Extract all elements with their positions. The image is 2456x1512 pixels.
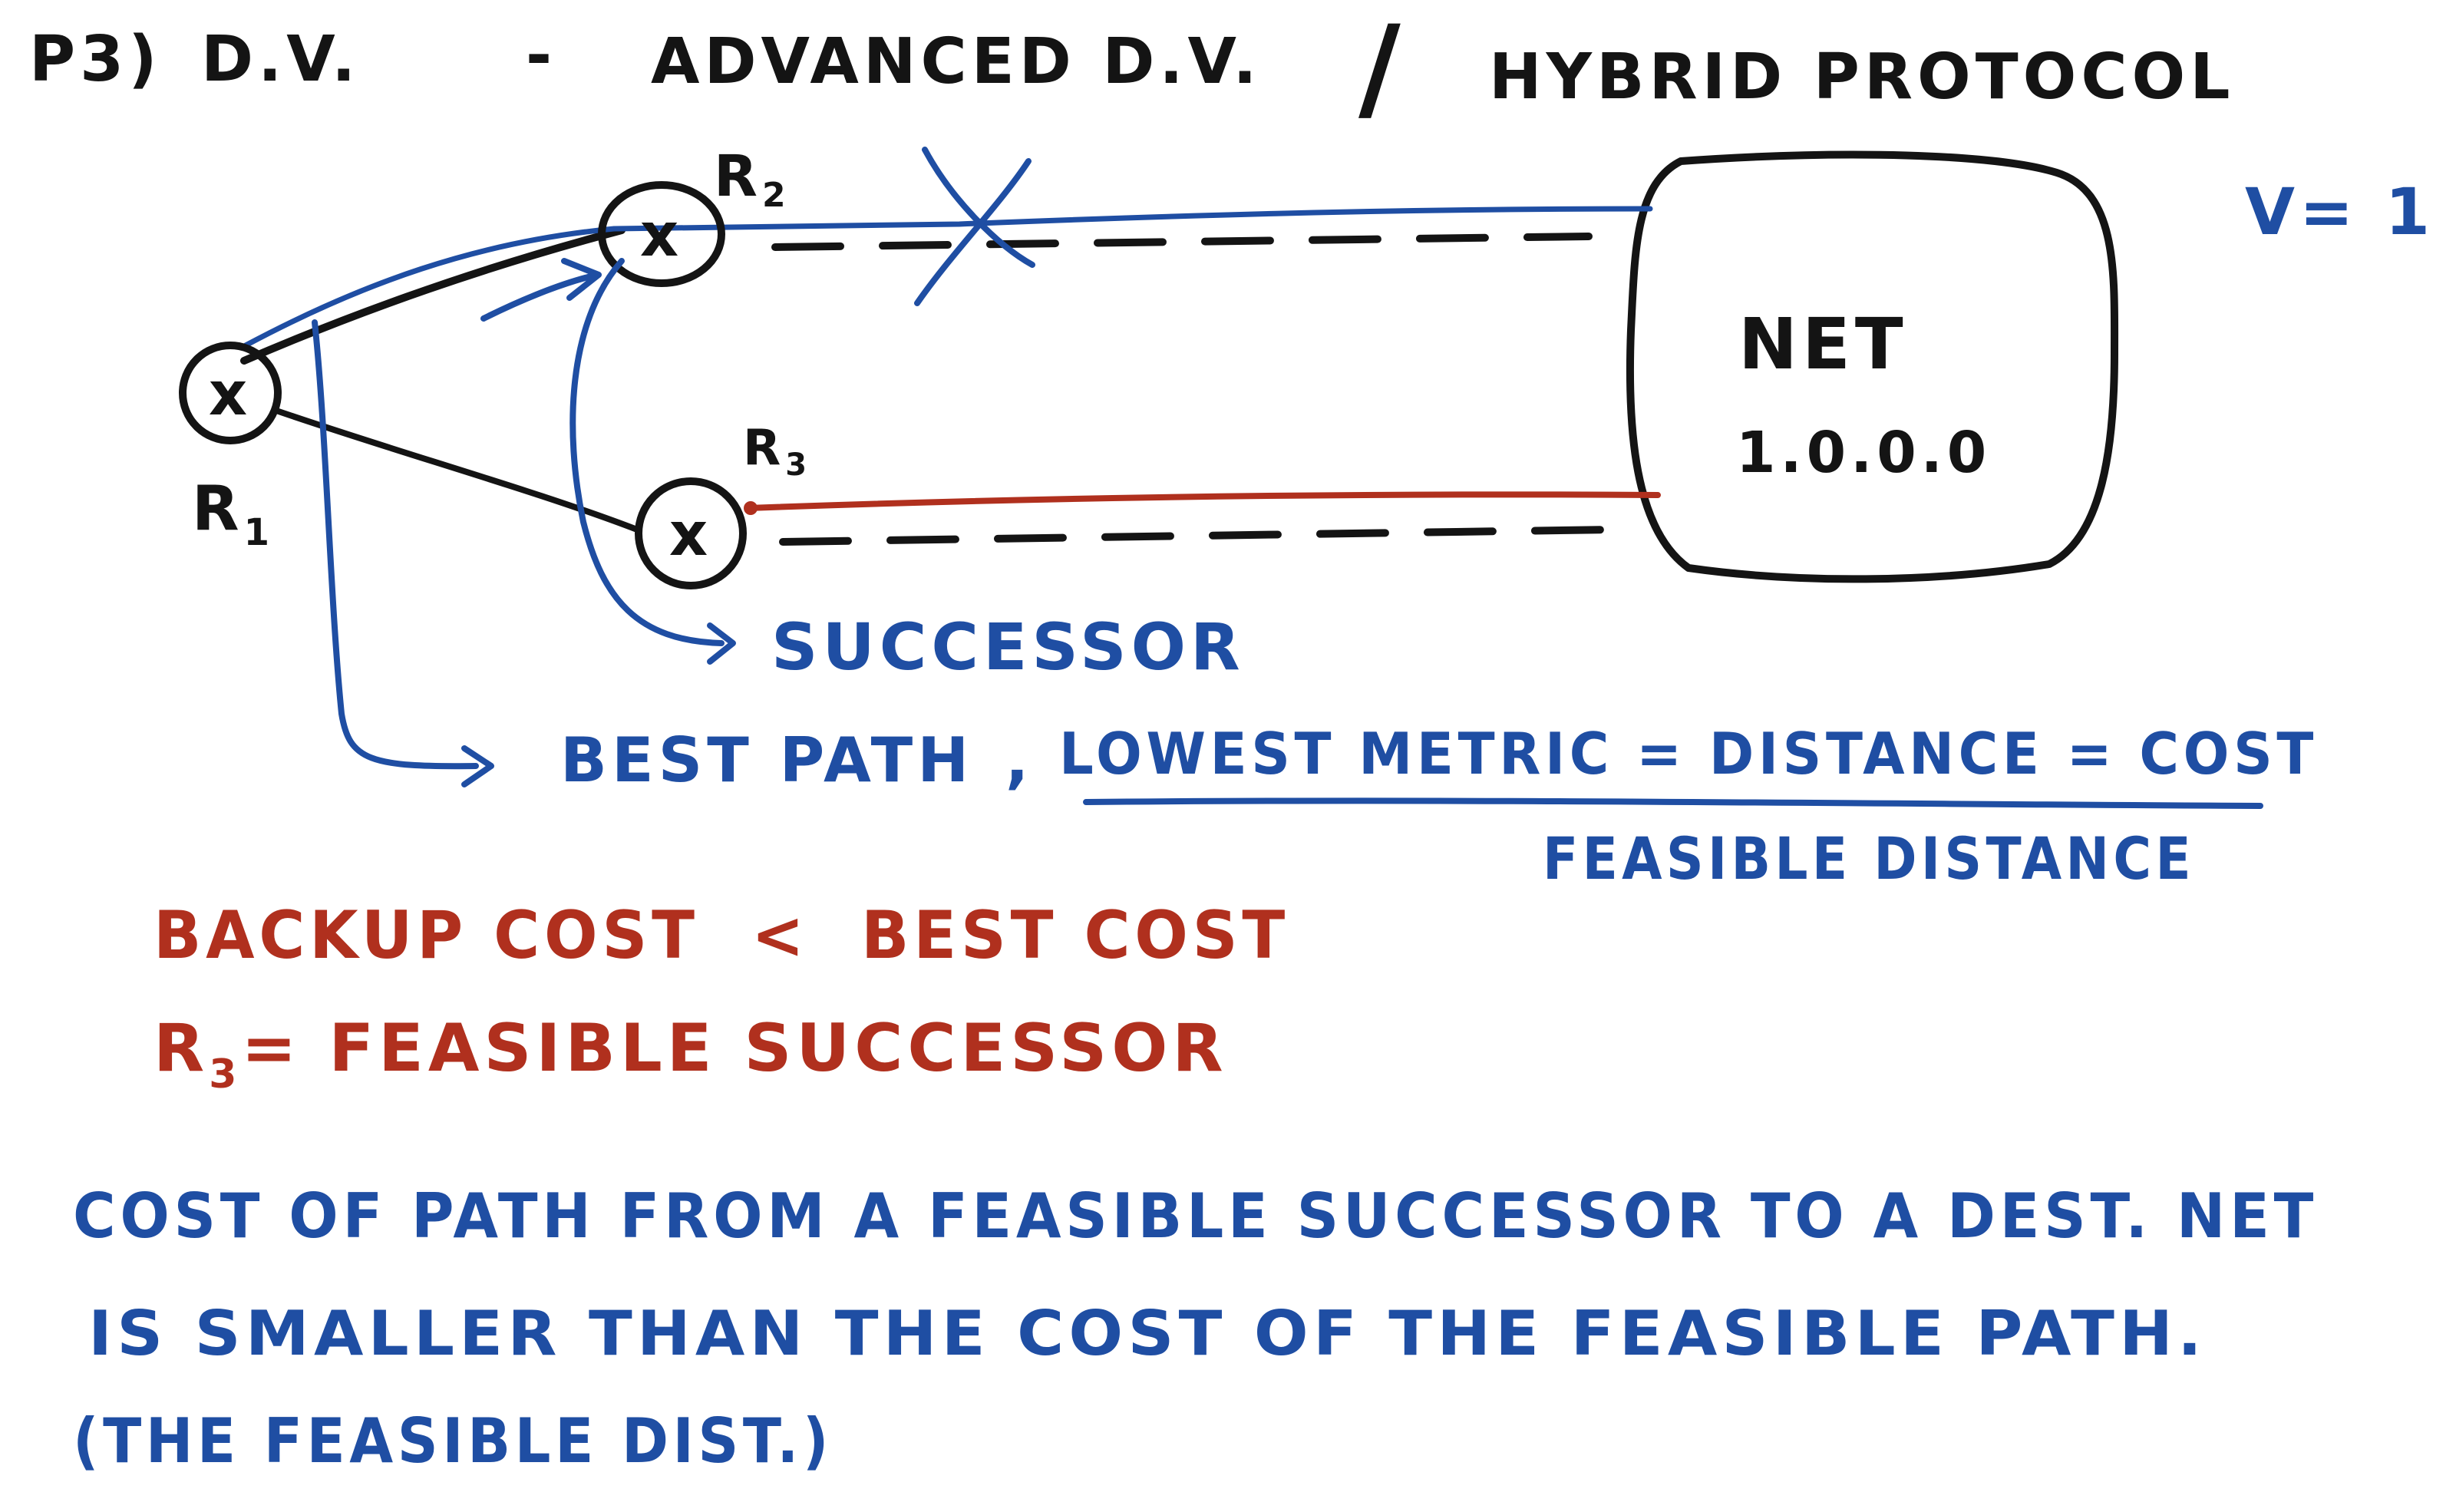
router-r1-label: R1 [192, 473, 274, 554]
successor-callout-line [569, 258, 725, 646]
router-r3-icon [635, 477, 747, 589]
flow-arrow-icon [561, 258, 602, 301]
metric-underline [1083, 797, 2263, 809]
definition-line-1: COST OF PATH FROM A FEASIBLE SUCCESSOR T… [73, 1180, 2318, 1252]
definition-line-3: (THE FEASIBLE DIST.) [73, 1405, 833, 1477]
router-r2-icon [598, 181, 725, 287]
backup-path-line [745, 491, 1661, 511]
section-number: P3) [29, 23, 162, 96]
best-path-callout-line [312, 319, 479, 770]
link-failure-cross-icon [914, 147, 1035, 306]
v-label: V= 1 [2245, 174, 2435, 249]
header: P3) D.V. - ADVANCED D.V. / HYBRID PROTOC… [29, 2, 2235, 135]
router-r3-label: R3 [743, 420, 811, 483]
router-r2[interactable] [598, 181, 725, 287]
net-box [1626, 150, 2119, 583]
router-r1-icon [179, 342, 282, 444]
metric-label: LOWEST METRIC = DISTANCE = COST [1059, 720, 2318, 787]
definition-line-2: IS SMALLER THAN THE COST OF THE FEASIBLE… [88, 1298, 2207, 1369]
backup-cost-line: BACKUP COST < BEST COST [154, 897, 1289, 974]
header-advanced-dv: ADVANCED D.V. [651, 25, 1262, 98]
header-hybrid-protocol: HYBRID PROTOCOL [1489, 41, 2235, 114]
link-r1-r2 [240, 226, 626, 365]
header-dv: D.V. [201, 23, 360, 96]
router-r3-glyph: x [669, 500, 712, 569]
router-r2-glyph: x [640, 201, 683, 270]
notes: BACKUP COST < BEST COST R3= FEASIBLE SUC… [73, 897, 2318, 1477]
successor-label: SUCCESSOR [771, 609, 1245, 685]
feasible-successor-line: R3= FEASIBLE SUCCESSOR [154, 1010, 1228, 1098]
best-path-arrow-icon [461, 745, 494, 787]
diagram-labels: x x x R1 R2 R3 NET 1.0.0.0 V= 1 SUCCESSO… [192, 144, 2435, 893]
best-path-label: BEST PATH [560, 725, 973, 796]
successor-arrow-icon [707, 622, 736, 665]
flow-arrow-line [480, 273, 594, 322]
net-address: 1.0.0.0 [1736, 420, 1991, 486]
backup-path-start-dot [744, 501, 758, 515]
router-r2-label: R2 [714, 144, 791, 215]
dashed-link-r2-net [771, 233, 1593, 251]
header-slash: / [1358, 2, 1405, 135]
feasible-distance-label: FEASIBLE DISTANCE [1543, 824, 2195, 893]
router-r1-glyph: x [209, 360, 252, 429]
network-diagram [179, 147, 2263, 809]
dashed-link-r3-net [779, 526, 1616, 546]
best-path-line [243, 206, 1653, 348]
best-path-comma: , [1005, 725, 1033, 796]
net-label: NET [1738, 303, 1908, 385]
router-r1[interactable] [179, 342, 282, 444]
header-dash: - [526, 19, 556, 92]
router-r3[interactable] [635, 477, 747, 589]
link-r1-r3 [273, 408, 640, 533]
